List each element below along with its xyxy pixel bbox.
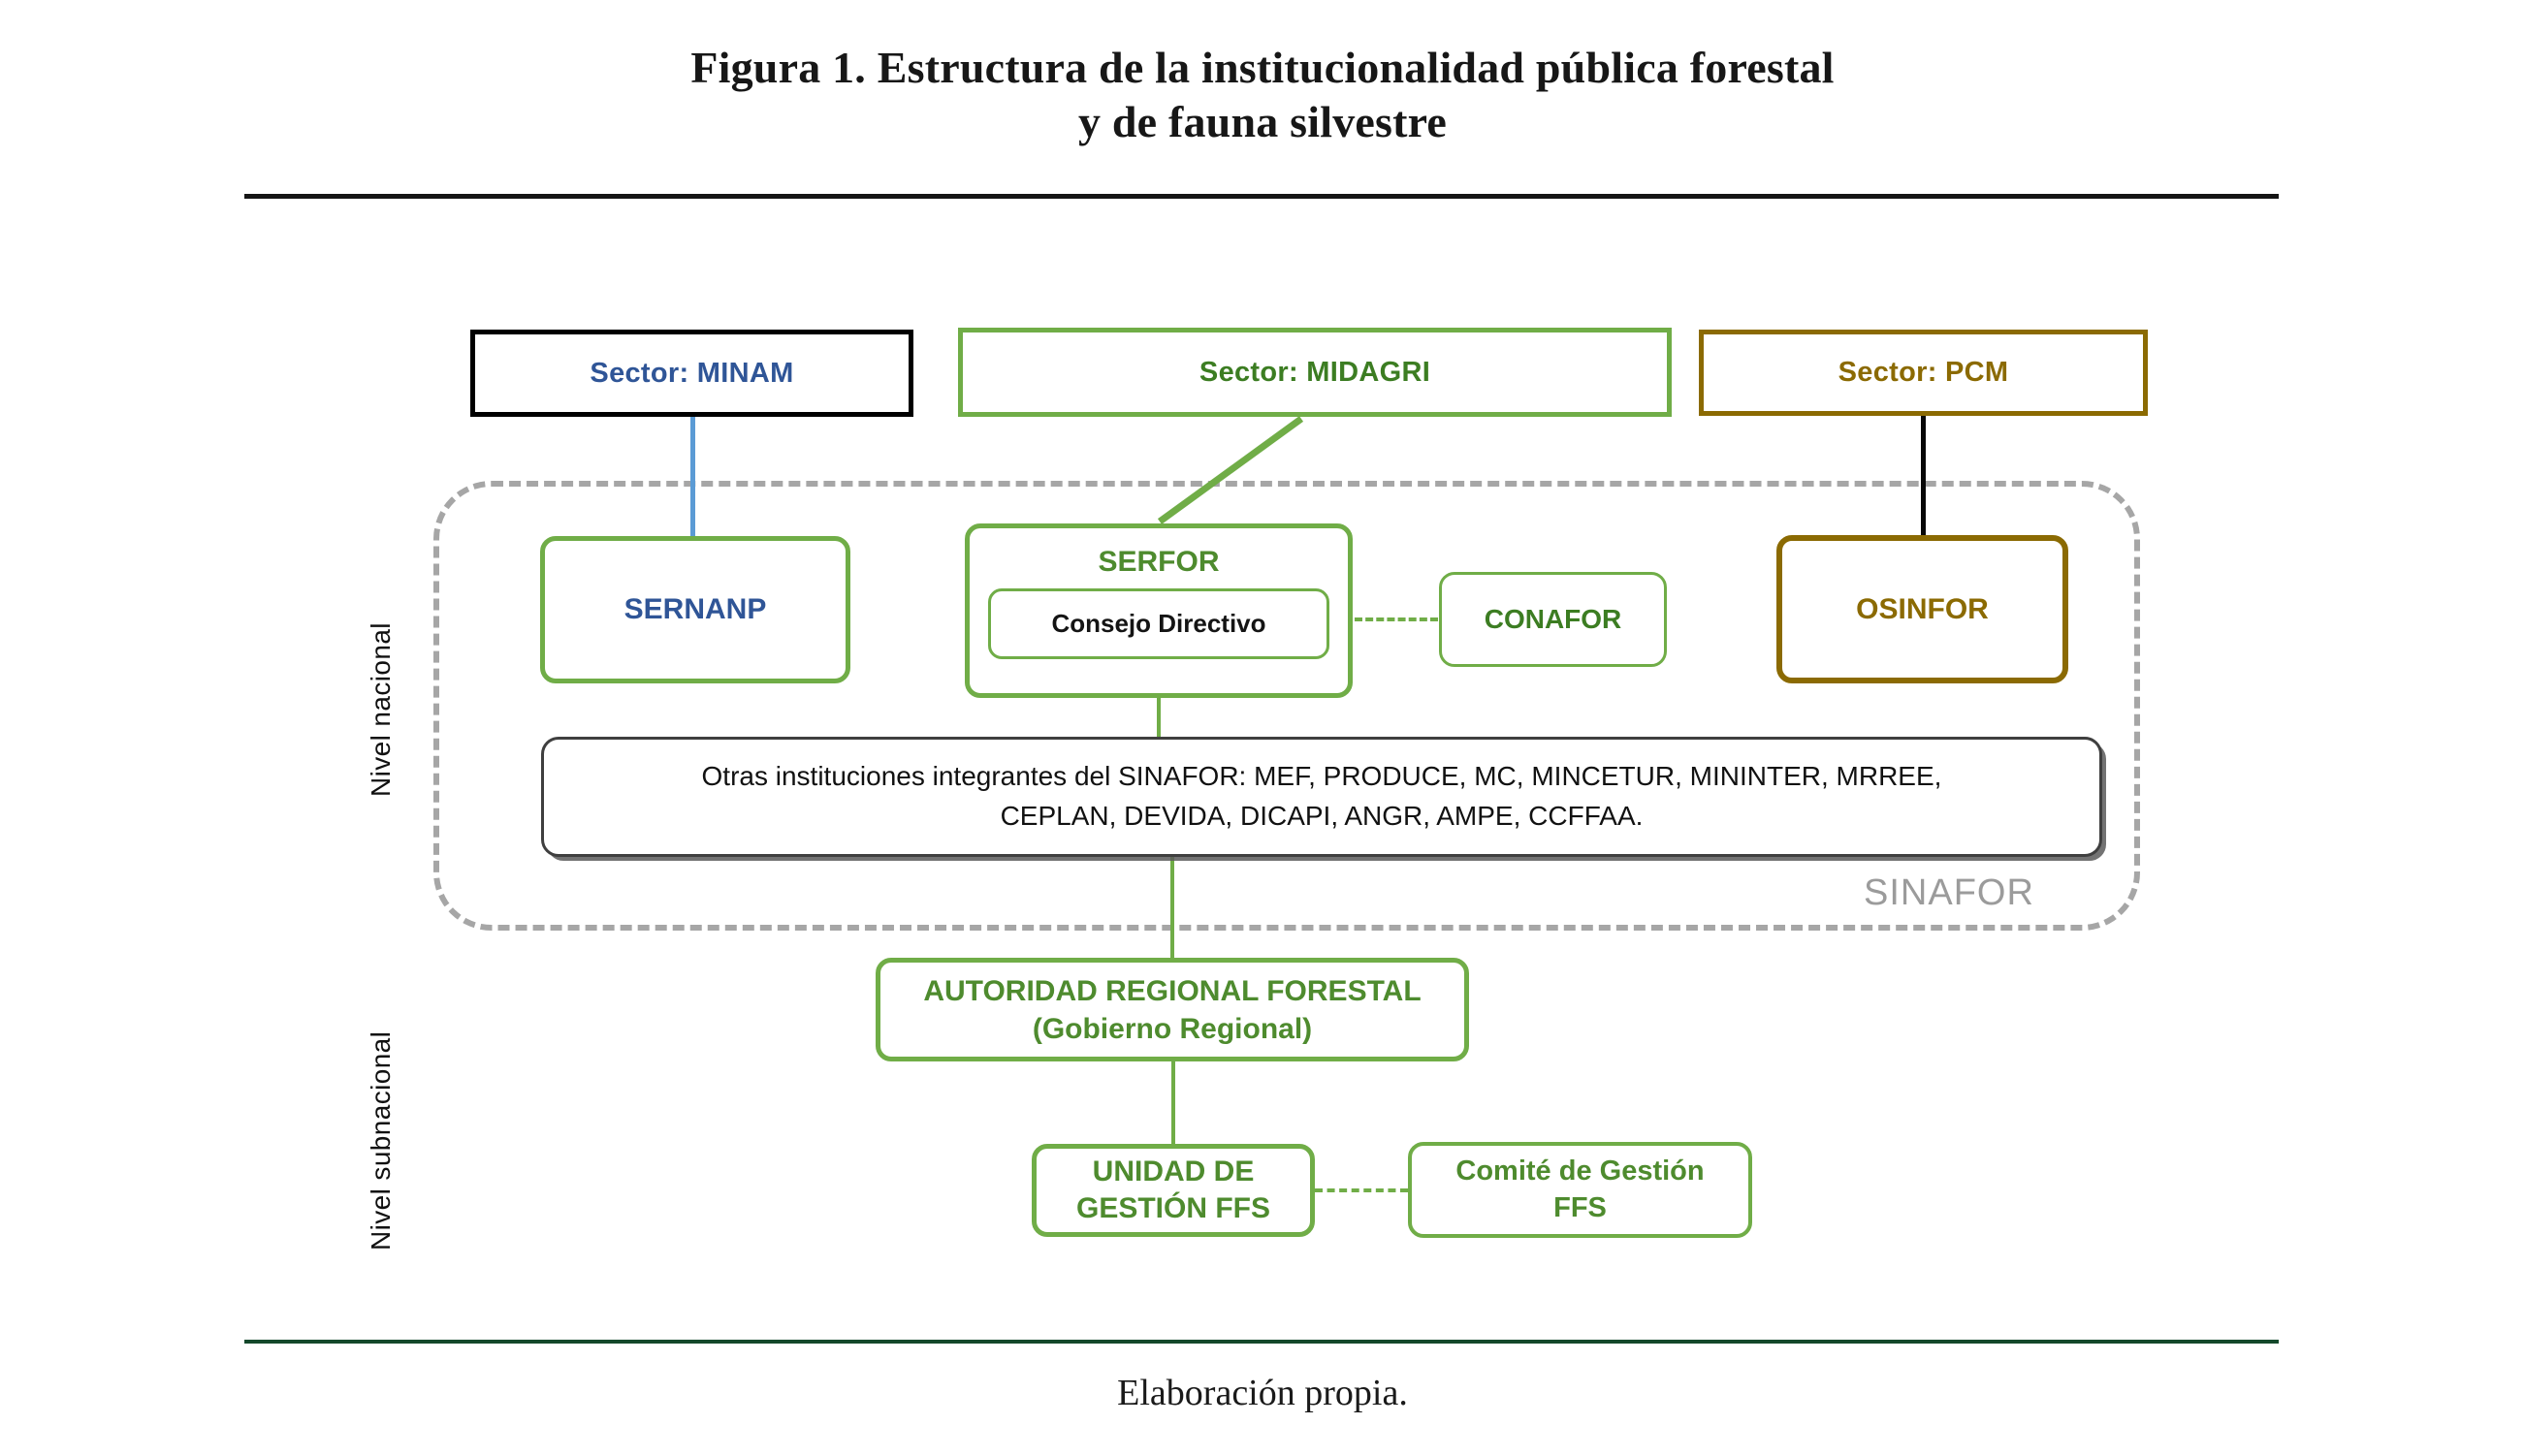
figure-title-line-2: y de fauna silvestre xyxy=(1077,97,1448,147)
node-unidad-line-1: UNIDAD DE xyxy=(1092,1155,1255,1187)
connector-unidad-to-comite xyxy=(1315,1188,1408,1192)
node-otras-instituciones[interactable]: Otras instituciones integrantes del SINA… xyxy=(541,737,2102,857)
sector-label-minam: Sector: MINAM xyxy=(590,357,794,389)
connector-otras-to-autoridad-regional xyxy=(1170,857,1174,960)
sinafor-container-label: SINAFOR xyxy=(1864,872,2034,913)
sector-label-pcm: Sector: PCM xyxy=(1838,357,2009,388)
connector-serfor-to-otras xyxy=(1157,698,1161,739)
node-serfor[interactable]: SERFOR Consejo Directivo xyxy=(965,523,1353,698)
node-unidad-gestion-ffs[interactable]: UNIDAD DE GESTIÓN FFS xyxy=(1032,1144,1315,1237)
level-label-subnational: Nivel subnacional xyxy=(366,1030,396,1250)
node-unidad-line-2: GESTIÓN FFS xyxy=(1075,1192,1270,1224)
node-osinfor[interactable]: OSINFOR xyxy=(1776,535,2068,683)
node-label-sernanp: SERNANP xyxy=(623,593,767,625)
node-conafor[interactable]: CONAFOR xyxy=(1439,572,1667,667)
connector-autoridad-to-unidad xyxy=(1171,1061,1175,1145)
node-sernanp[interactable]: SERNANP xyxy=(540,536,850,683)
figure-source-note: Elaboración propia. xyxy=(1117,1373,1408,1413)
node-arf-line-2: (Gobierno Regional) xyxy=(1032,1012,1313,1045)
node-autoridad-regional-forestal[interactable]: AUTORIDAD REGIONAL FORESTAL (Gobierno Re… xyxy=(876,958,1469,1061)
node-label-conafor: CONAFOR xyxy=(1484,604,1622,634)
sector-label-midagri: Sector: MIDAGRI xyxy=(1199,356,1431,388)
node-label-osinfor: OSINFOR xyxy=(1856,592,1989,625)
top-divider-rule xyxy=(244,194,2279,199)
node-otras-instituciones-text: Otras instituciones integrantes del SINA… xyxy=(702,757,1942,836)
node-comite-gestion-ffs[interactable]: Comité de Gestión FFS xyxy=(1408,1142,1752,1238)
bottom-divider-rule xyxy=(244,1340,2279,1344)
node-comite-line-1: Comité de Gestión xyxy=(1455,1155,1705,1187)
connector-pcm-to-osinfor xyxy=(1921,416,1926,537)
otras-line-1: Otras instituciones integrantes del SINA… xyxy=(701,761,1942,792)
connector-serfor-to-conafor xyxy=(1355,617,1438,621)
connector-minam-to-sernanp xyxy=(690,417,695,538)
node-arf-line-1: AUTORIDAD REGIONAL FORESTAL xyxy=(923,974,1422,1007)
node-comite-line-2: FFS xyxy=(1553,1191,1607,1223)
node-label-serfor: SERFOR xyxy=(1098,546,1220,578)
node-label-consejo-directivo: Consejo Directivo xyxy=(1051,609,1266,638)
figure-title-line-1: Figura 1. Estructura de la institucional… xyxy=(690,43,1835,92)
node-consejo-directivo[interactable]: Consejo Directivo xyxy=(988,588,1329,659)
sector-box-pcm[interactable]: Sector: PCM xyxy=(1699,330,2148,416)
sector-box-midagri[interactable]: Sector: MIDAGRI xyxy=(958,328,1672,417)
figure-title: Figura 1. Estructura de la institucional… xyxy=(0,41,2525,149)
otras-line-2: CEPLAN, DEVIDA, DICAPI, ANGR, AMPE, CCFF… xyxy=(1000,801,1644,831)
sector-box-minam[interactable]: Sector: MINAM xyxy=(470,330,913,417)
level-label-national: Nivel nacional xyxy=(366,622,396,797)
